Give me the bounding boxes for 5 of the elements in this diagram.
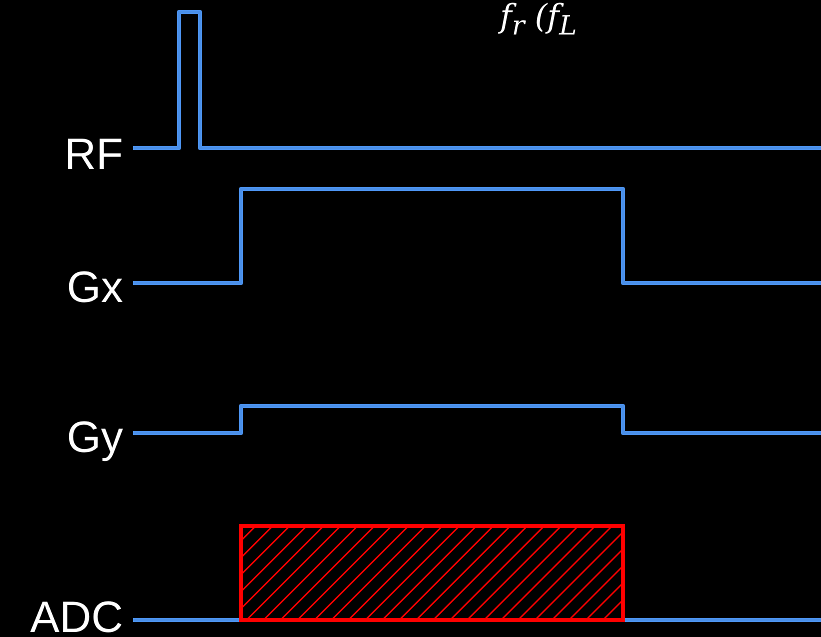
formula-text: f$_{r}$ (f$_{L}$	[500, 0, 577, 40]
signal-label: Gx	[66, 266, 123, 310]
signal-label: RF	[64, 133, 123, 177]
signal-label: ADC	[30, 596, 123, 637]
signal-label: Gy	[66, 416, 123, 460]
